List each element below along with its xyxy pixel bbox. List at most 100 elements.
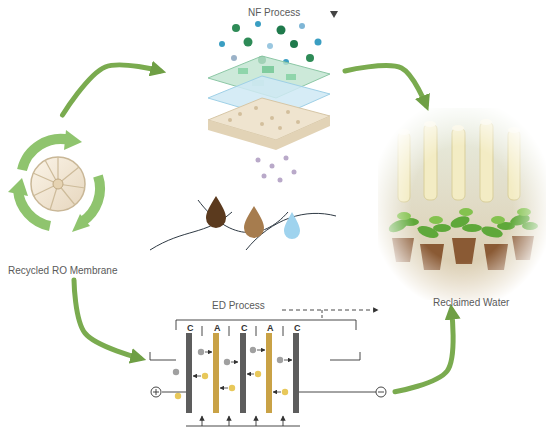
flow-lines [256,416,257,426]
feed-particles [306,54,314,62]
plant-photo [387,213,538,241]
plant-photo [480,119,492,125]
recycle-arrow-head [64,130,82,150]
node-label: Reclaimed Water [433,297,509,309]
plant-photo [397,212,411,220]
anode-symbol [151,387,161,397]
plant-photo [398,119,520,135]
feed-particles [267,43,273,49]
feed-particles [232,24,240,32]
ion-migration-arrows [193,350,292,392]
ion-migration-arrows [257,350,265,351]
support-pores [286,110,290,114]
support-pores [260,122,264,126]
cathode-symbol [378,392,384,393]
flow-bracket [356,320,357,330]
flow-bracket [176,320,356,321]
electrode-wires [162,392,186,393]
process-group: ED Process [140,298,395,432]
membrane-pattern [238,68,248,74]
flow-bracket [176,320,177,330]
plant-photo [424,124,437,200]
flow-curves [150,200,336,250]
process-group: NF Process [160,4,345,190]
recycle-arrow-head [8,178,28,196]
node-label: Recycled RO Membrane [8,265,117,277]
cycle-arrow [63,65,161,115]
cathode-symbol [376,387,386,397]
ion-particles [175,393,181,399]
support-pores [296,120,300,124]
ed-stack-illustration [150,310,386,426]
flow-lines [202,326,203,336]
flow-lines [186,326,300,426]
plate-letter: C [241,323,248,333]
ion-migration-arrows [193,376,201,377]
membrane-core [53,179,63,189]
membrane-spokes [33,157,85,210]
droplet-light [244,206,264,238]
nf-membrane-illustration [208,11,338,183]
anode-symbol [151,387,161,397]
plant-photo [508,127,520,133]
membrane-plates [240,333,246,413]
feed-particles [255,21,261,27]
membrane-pattern [286,74,296,80]
membrane-plates [293,333,299,413]
ion-particles [277,357,283,363]
plant-photo [484,244,508,270]
electrode-wires [360,352,361,360]
plant-photo [398,129,410,135]
ion-particles [224,359,230,365]
plate-letter: C [294,323,301,333]
feed-particles [244,38,253,47]
plant-photo [392,238,414,262]
plant-photo [420,244,444,270]
membrane-plates [213,333,219,413]
ion-particles [198,349,204,355]
ion-migration-arrows [231,362,238,363]
flow-lines [229,416,230,426]
cycle-arrow [395,310,453,392]
plant-photo [512,236,534,260]
ion-migration-arrows [284,360,292,361]
plate-letter: C [187,323,194,333]
feed-particles [219,41,225,47]
flow-lines [229,326,230,336]
plant-photo [398,122,520,202]
ion-migration-arrows [247,374,254,375]
recycle-arrow-head [72,214,90,232]
flow-lines [283,326,284,336]
permeate-particles [262,174,267,179]
ion-particles [255,371,261,377]
support-pores [270,116,274,120]
support-pores [238,112,242,116]
ion-particles [173,347,288,399]
membrane-plates [266,333,272,413]
ion-migration-arrows [273,392,281,393]
plant-photo [452,128,465,200]
support-pores [278,126,282,130]
electrode-wires [150,352,376,392]
support-pores [228,118,232,122]
ion-particles [282,389,288,395]
ion-particles [202,373,208,379]
flow-bracket [176,310,378,330]
plant-photo [378,108,546,300]
plant-photo [491,216,505,224]
membrane-plates [186,333,192,413]
ion-particles [173,369,179,375]
permeate-particles [284,156,289,161]
feed-particles [277,26,286,35]
membrane-pattern [262,66,274,73]
plant-photo [459,208,473,216]
plant-photo [452,125,464,131]
plant-photo [392,236,534,270]
plant-photo [452,238,476,264]
permeate-particles [292,170,297,175]
flow-lines [283,416,284,426]
support-pores [254,106,258,110]
plant-photo [429,216,443,224]
membrane-disc [31,157,85,211]
